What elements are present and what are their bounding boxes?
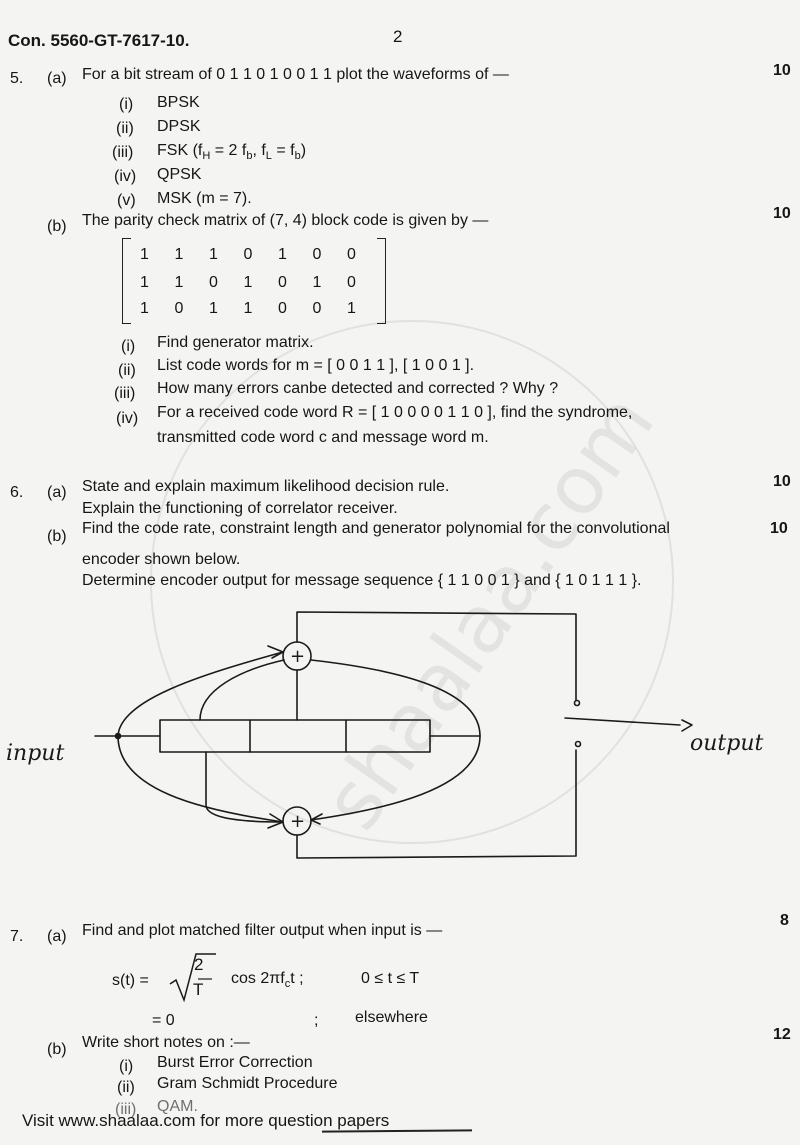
q5b-item-1-num: (i) — [121, 338, 136, 355]
matrix-right-bracket — [377, 238, 386, 324]
q7a-label: (a) — [47, 928, 67, 945]
convolutional-encoder-diagram: + + input output — [6, 611, 764, 859]
q5a-item-1: BPSK — [157, 94, 200, 111]
q5a-item-5: MSK (m = 7). — [157, 190, 252, 207]
q5b-item-2: List code words for m = [ 0 0 1 1 ], [ 1… — [157, 357, 475, 374]
watermark-circle — [150, 320, 674, 844]
q6a-text2: Explain the functioning of correlator re… — [82, 500, 398, 517]
shift-register — [159, 719, 431, 753]
q7b-item-2-num: (ii) — [117, 1079, 135, 1096]
eq-cond: 0 ≤ t ≤ T — [361, 970, 420, 987]
q5a-item-4: QPSK — [157, 166, 202, 183]
q5b-item-3: How many errors canbe detected and corre… — [157, 380, 559, 397]
q6-number: 6. — [10, 484, 24, 501]
q6a-label: (a) — [47, 484, 67, 501]
q6b-label: (b) — [47, 528, 67, 545]
q5b-text: The parity check matrix of (7, 4) block … — [82, 212, 489, 229]
input-label: input — [6, 741, 64, 766]
q5b-item-3-num: (iii) — [114, 385, 136, 402]
footer-link-text: Visit www.shaalaa.com for more question … — [22, 1111, 390, 1130]
eq-den: T — [193, 980, 204, 999]
page-number: 2 — [393, 27, 403, 46]
q5b-marks: 10 — [773, 205, 791, 222]
q6b-text: Find the code rate, constraint length an… — [82, 520, 670, 537]
q5a-item-3: FSK (fH = 2 fb, fL = fb) — [157, 142, 307, 163]
q6a-text: State and explain maximum likelihood dec… — [82, 478, 450, 495]
q5a-item-5-num: (v) — [117, 192, 136, 209]
q5b-item-4-line2: transmitted code word c and message word… — [157, 429, 489, 446]
output-label: output — [690, 731, 764, 756]
eq-rhs: cos 2πfct ; — [231, 970, 304, 991]
q5b-item-1: Find generator matrix. — [157, 334, 314, 351]
q7b-item-3-num: (iii) — [115, 1101, 137, 1118]
footer-underline — [321, 1129, 473, 1133]
q5a-label: (a) — [47, 70, 67, 87]
q7b-item-2: Gram Schmidt Procedure — [157, 1075, 338, 1092]
q7a-marks: 8 — [780, 912, 789, 929]
q5a-item-1-num: (i) — [119, 96, 134, 113]
eq-num: 2 — [194, 955, 204, 974]
q6b-marks: 10 — [770, 520, 788, 537]
q6b-text3: Determine encoder output for message seq… — [82, 572, 642, 589]
sqrt-symbol — [169, 953, 216, 1003]
q5b-label: (b) — [47, 218, 67, 235]
q7-number: 7. — [10, 928, 24, 945]
eq2-semi: ; — [314, 1012, 319, 1029]
q5a-item-4-num: (iv) — [114, 168, 137, 185]
q5b-item-2-num: (ii) — [118, 362, 136, 379]
matrix-left-bracket — [122, 238, 131, 324]
q5a-item-2: DPSK — [157, 118, 201, 135]
q7b-text: Write short notes on :— — [82, 1034, 250, 1051]
q5a-item-3-num: (iii) — [112, 144, 134, 161]
q7a-text: Find and plot matched filter output when… — [82, 922, 443, 939]
q5b-item-4-num: (iv) — [116, 410, 139, 427]
q5b-item-4: For a received code word R = [ 1 0 0 0 0… — [157, 404, 633, 421]
top-adder-symbol: + — [290, 646, 305, 667]
q7b-label: (b) — [47, 1041, 67, 1058]
q7b-marks: 12 — [773, 1026, 791, 1043]
bottom-adder-symbol: + — [290, 811, 305, 832]
eq2-cond: elsewhere — [355, 1009, 428, 1026]
q6a-marks: 10 — [773, 473, 791, 490]
q7b-item-1-num: (i) — [119, 1058, 134, 1075]
eq-lhs: s(t) = — [112, 972, 149, 989]
q6b-text2: encoder shown below. — [82, 551, 241, 568]
q5-number: 5. — [10, 70, 24, 87]
q5a-marks: 10 — [773, 62, 791, 79]
paper-code: Con. 5560-GT-7617-10. — [8, 31, 190, 50]
q5a-item-2-num: (ii) — [116, 120, 134, 137]
q5a-text: For a bit stream of 0 1 1 0 1 0 0 1 1 pl… — [82, 66, 509, 83]
q7b-item-1: Burst Error Correction — [157, 1054, 313, 1071]
eq2-lhs: = 0 — [152, 1012, 175, 1029]
q7b-item-3: QAM. — [157, 1098, 198, 1115]
